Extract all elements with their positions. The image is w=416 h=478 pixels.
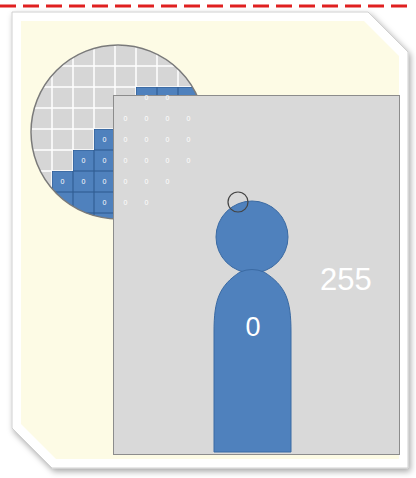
pixel-value: 0 <box>141 94 153 102</box>
figure-shape: 0 <box>213 200 293 454</box>
pixel-value: 0 <box>141 157 153 165</box>
pixel-value: 0 <box>57 178 69 186</box>
pixel-value: 0 <box>120 199 132 207</box>
pixel-value: 0 <box>78 157 90 165</box>
pixel-value: 0 <box>183 136 195 144</box>
pixel-value: 0 <box>183 157 195 165</box>
dashed-rule <box>0 5 412 8</box>
pixel-value: 0 <box>120 157 132 165</box>
pixel-value: 0 <box>141 178 153 186</box>
card <box>12 12 408 468</box>
pixel-value: 0 <box>141 199 153 207</box>
pixel-value: 0 <box>213 312 293 343</box>
pixel-value: 0 <box>162 136 174 144</box>
pixel-value: 0 <box>162 115 174 123</box>
pixel-value: 0 <box>141 136 153 144</box>
pixel-value: 0 <box>99 178 111 186</box>
pixel-value: 0 <box>120 178 132 186</box>
pixel-value: 255 <box>320 262 372 297</box>
pixel-value: 0 <box>99 157 111 165</box>
image-region: 255 0 <box>113 95 400 455</box>
pixel-value: 0 <box>120 136 132 144</box>
pixel-value: 0 <box>162 178 174 186</box>
pixel-value: 0 <box>99 136 111 144</box>
card-ground <box>21 21 399 459</box>
pixel-value: 0 <box>120 115 132 123</box>
pixel-value: 0 <box>162 157 174 165</box>
pixel-value: 0 <box>141 115 153 123</box>
pixel-value: 0 <box>162 94 174 102</box>
pixel-value: 0 <box>99 199 111 207</box>
pixel-value: 0 <box>78 178 90 186</box>
pixel-value: 0 <box>183 115 195 123</box>
